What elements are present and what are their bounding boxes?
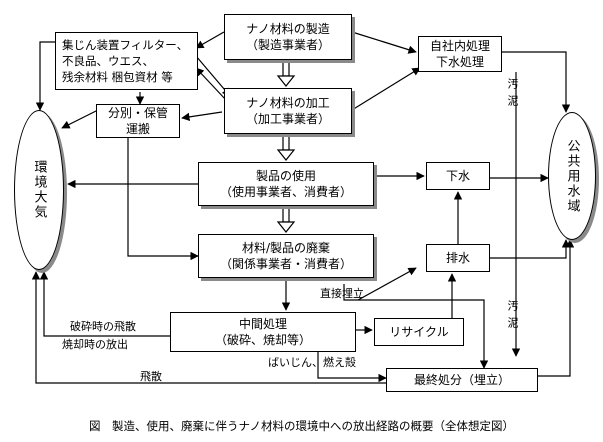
edge-sorting-disposal [127,138,199,261]
node-in-house: 自社内処理 下水処理 [418,36,502,72]
label-scatter: 飛散 [140,370,162,383]
edge-intermediate-landfill [317,350,387,383]
node-sorting: 分別・保管 運搬 [96,104,180,138]
hollow-arrow-manufacture-processing [276,61,296,87]
node-waste-items: 集じん装置フィルター、 不良品、ウエス、 残余材料 梱包資材 等 [55,32,198,90]
label-sludge-top: 汚泥 [506,78,519,112]
node-sewage: 下水 [426,162,490,190]
node-landfill: 最終処分（埋立） [386,368,538,392]
label-sludge-bottom: 汚泥 [506,300,519,334]
edge-sorting-atmosphere [61,109,99,129]
edge-processing-inhouse [351,67,421,111]
label-direct-landfill: 直接埋立 [320,287,364,300]
edge-intermediate-atmosphere [39,271,170,337]
node-manufacture: ナノ材料の製造 （製造事業者） [224,14,352,60]
node-water-area: 公共用水域 [548,112,596,240]
node-atmosphere: 環境大気 [14,110,64,270]
edge-landfill-water [538,239,575,377]
label-crush-scatter: 破砕時の飛散 [70,320,136,333]
hollow-arrow-processing-use [276,135,296,161]
figure-caption: 図 製造、使用、廃棄に伴うナノ材料の環境中への放出経路の概要（全体想定図） [89,419,514,433]
edge-processing-waste [195,67,227,101]
edge-direct-landfill-down [343,284,489,369]
node-recycle: リサイクル [374,318,464,346]
label-dust-ash: ばいじん、燃え殻 [268,356,356,369]
edge-inhouse-water [502,51,571,113]
node-processing: ナノ材料の加工 （加工事業者） [224,88,352,134]
edge-landfill-atmosphere [31,271,386,384]
hollow-arrow-use-disposal [276,207,296,233]
edge-processing-sorting [181,111,223,122]
edge-direct-landfill [357,267,417,301]
edge-waste-atmosphere [35,41,55,111]
label-incinerate-release: 焼却時の放出 [62,338,128,351]
node-intermediate: 中間処理 （破砕、焼却等） [170,312,356,352]
node-use: 製品の使用 （使用事業者、消費者） [198,162,374,206]
edge-manufacture-waste [195,31,225,49]
node-drainage: 排水 [426,244,490,272]
node-disposal: 材料/製品の廃棄 （関係事業者・消費者） [198,234,374,278]
edge-manufacture-inhouse [351,31,417,54]
edge-drainage-water [490,239,571,259]
